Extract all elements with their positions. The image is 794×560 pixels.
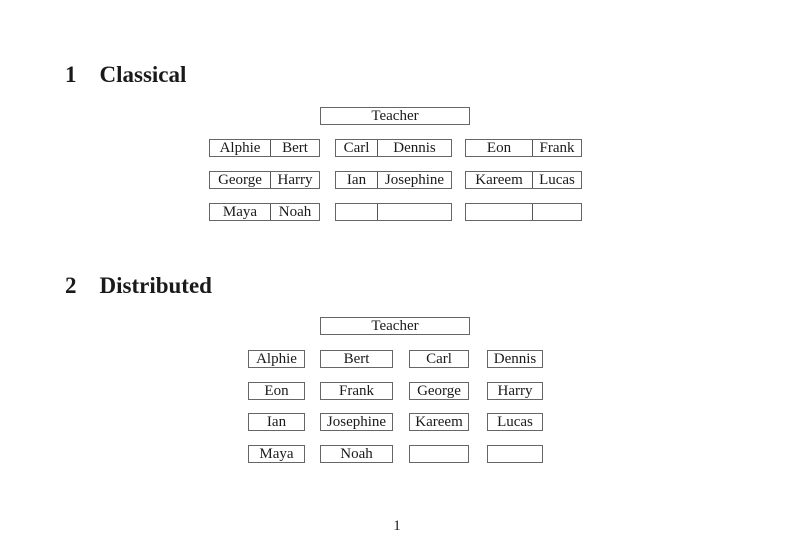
seat: Dennis [487, 350, 543, 368]
teacher-desk: Teacher [320, 107, 470, 125]
page-number: 1 [393, 518, 401, 534]
seat-empty [336, 204, 378, 220]
seat: Lucas [487, 413, 543, 431]
desk: Alphie Bert [209, 139, 320, 157]
desk: Ian Josephine [335, 171, 452, 189]
seat: Eon [248, 382, 305, 400]
seat-empty [487, 445, 543, 463]
desk-empty [465, 203, 582, 221]
desk: Carl Dennis [335, 139, 452, 157]
section-number: 2 [65, 273, 77, 298]
desk: Eon Frank [465, 139, 582, 157]
section-title: Classical [99, 62, 187, 87]
seat: Josephine [384, 171, 445, 188]
seat: Alphie [210, 140, 271, 156]
section-number: 1 [65, 62, 77, 87]
seat: Kareem [409, 413, 469, 431]
seat: Josephine [320, 413, 393, 431]
seat: Alphie [248, 350, 305, 368]
seat: Bert [320, 350, 393, 368]
section-heading-distributed: 2 Distributed [65, 274, 212, 297]
seat: Harry [277, 171, 313, 188]
seat: Harry [487, 382, 543, 400]
section-title: Distributed [99, 273, 212, 298]
teacher-desk: Teacher [320, 317, 470, 335]
seat: Eon [466, 140, 533, 156]
seat: Dennis [393, 139, 436, 156]
seat: Noah [320, 445, 393, 463]
section-heading-classical: 1 Classical [65, 63, 186, 86]
seat: Maya [210, 204, 271, 220]
desk-empty [335, 203, 452, 221]
seat: Carl [409, 350, 469, 368]
seat: Kareem [466, 172, 533, 188]
desk: Maya Noah [209, 203, 320, 221]
seat: Frank [320, 382, 393, 400]
seat-empty [409, 445, 469, 463]
seat: Lucas [539, 171, 575, 188]
desk: George Harry [209, 171, 320, 189]
seat: George [210, 172, 271, 188]
seat: Maya [248, 445, 305, 463]
seat: Carl [336, 140, 378, 156]
seat: Ian [248, 413, 305, 431]
seat: Ian [336, 172, 378, 188]
seat: Noah [278, 203, 312, 220]
seat: Frank [539, 139, 575, 156]
desk: Kareem Lucas [465, 171, 582, 189]
seat: George [409, 382, 469, 400]
seat-empty [378, 204, 451, 220]
seat: Bert [282, 139, 308, 156]
seat-empty [466, 204, 533, 220]
seat-empty [533, 204, 581, 220]
